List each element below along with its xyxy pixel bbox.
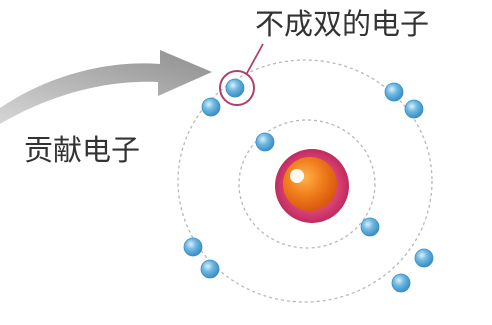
donate-electron-label: 贡献电子 [24,133,140,167]
electron [201,97,221,117]
electron [255,132,275,152]
electrons [183,70,434,293]
electron [200,259,220,279]
electron [391,273,411,293]
unpaired-electron-label: 不成双的电子 [255,7,429,41]
outer-orbit [177,59,433,303]
nucleus [275,149,349,223]
electron [404,99,424,119]
curved-arrow-icon [0,50,212,124]
nucleus-highlight [290,169,304,183]
electron [360,217,380,237]
electron [183,237,203,257]
electron [384,82,404,102]
unpaired-electron-leader [246,43,264,74]
unpaired-electron [225,78,245,98]
inner-orbit [238,119,376,249]
electron [414,248,434,268]
unpaired-electron-ring [219,70,255,106]
